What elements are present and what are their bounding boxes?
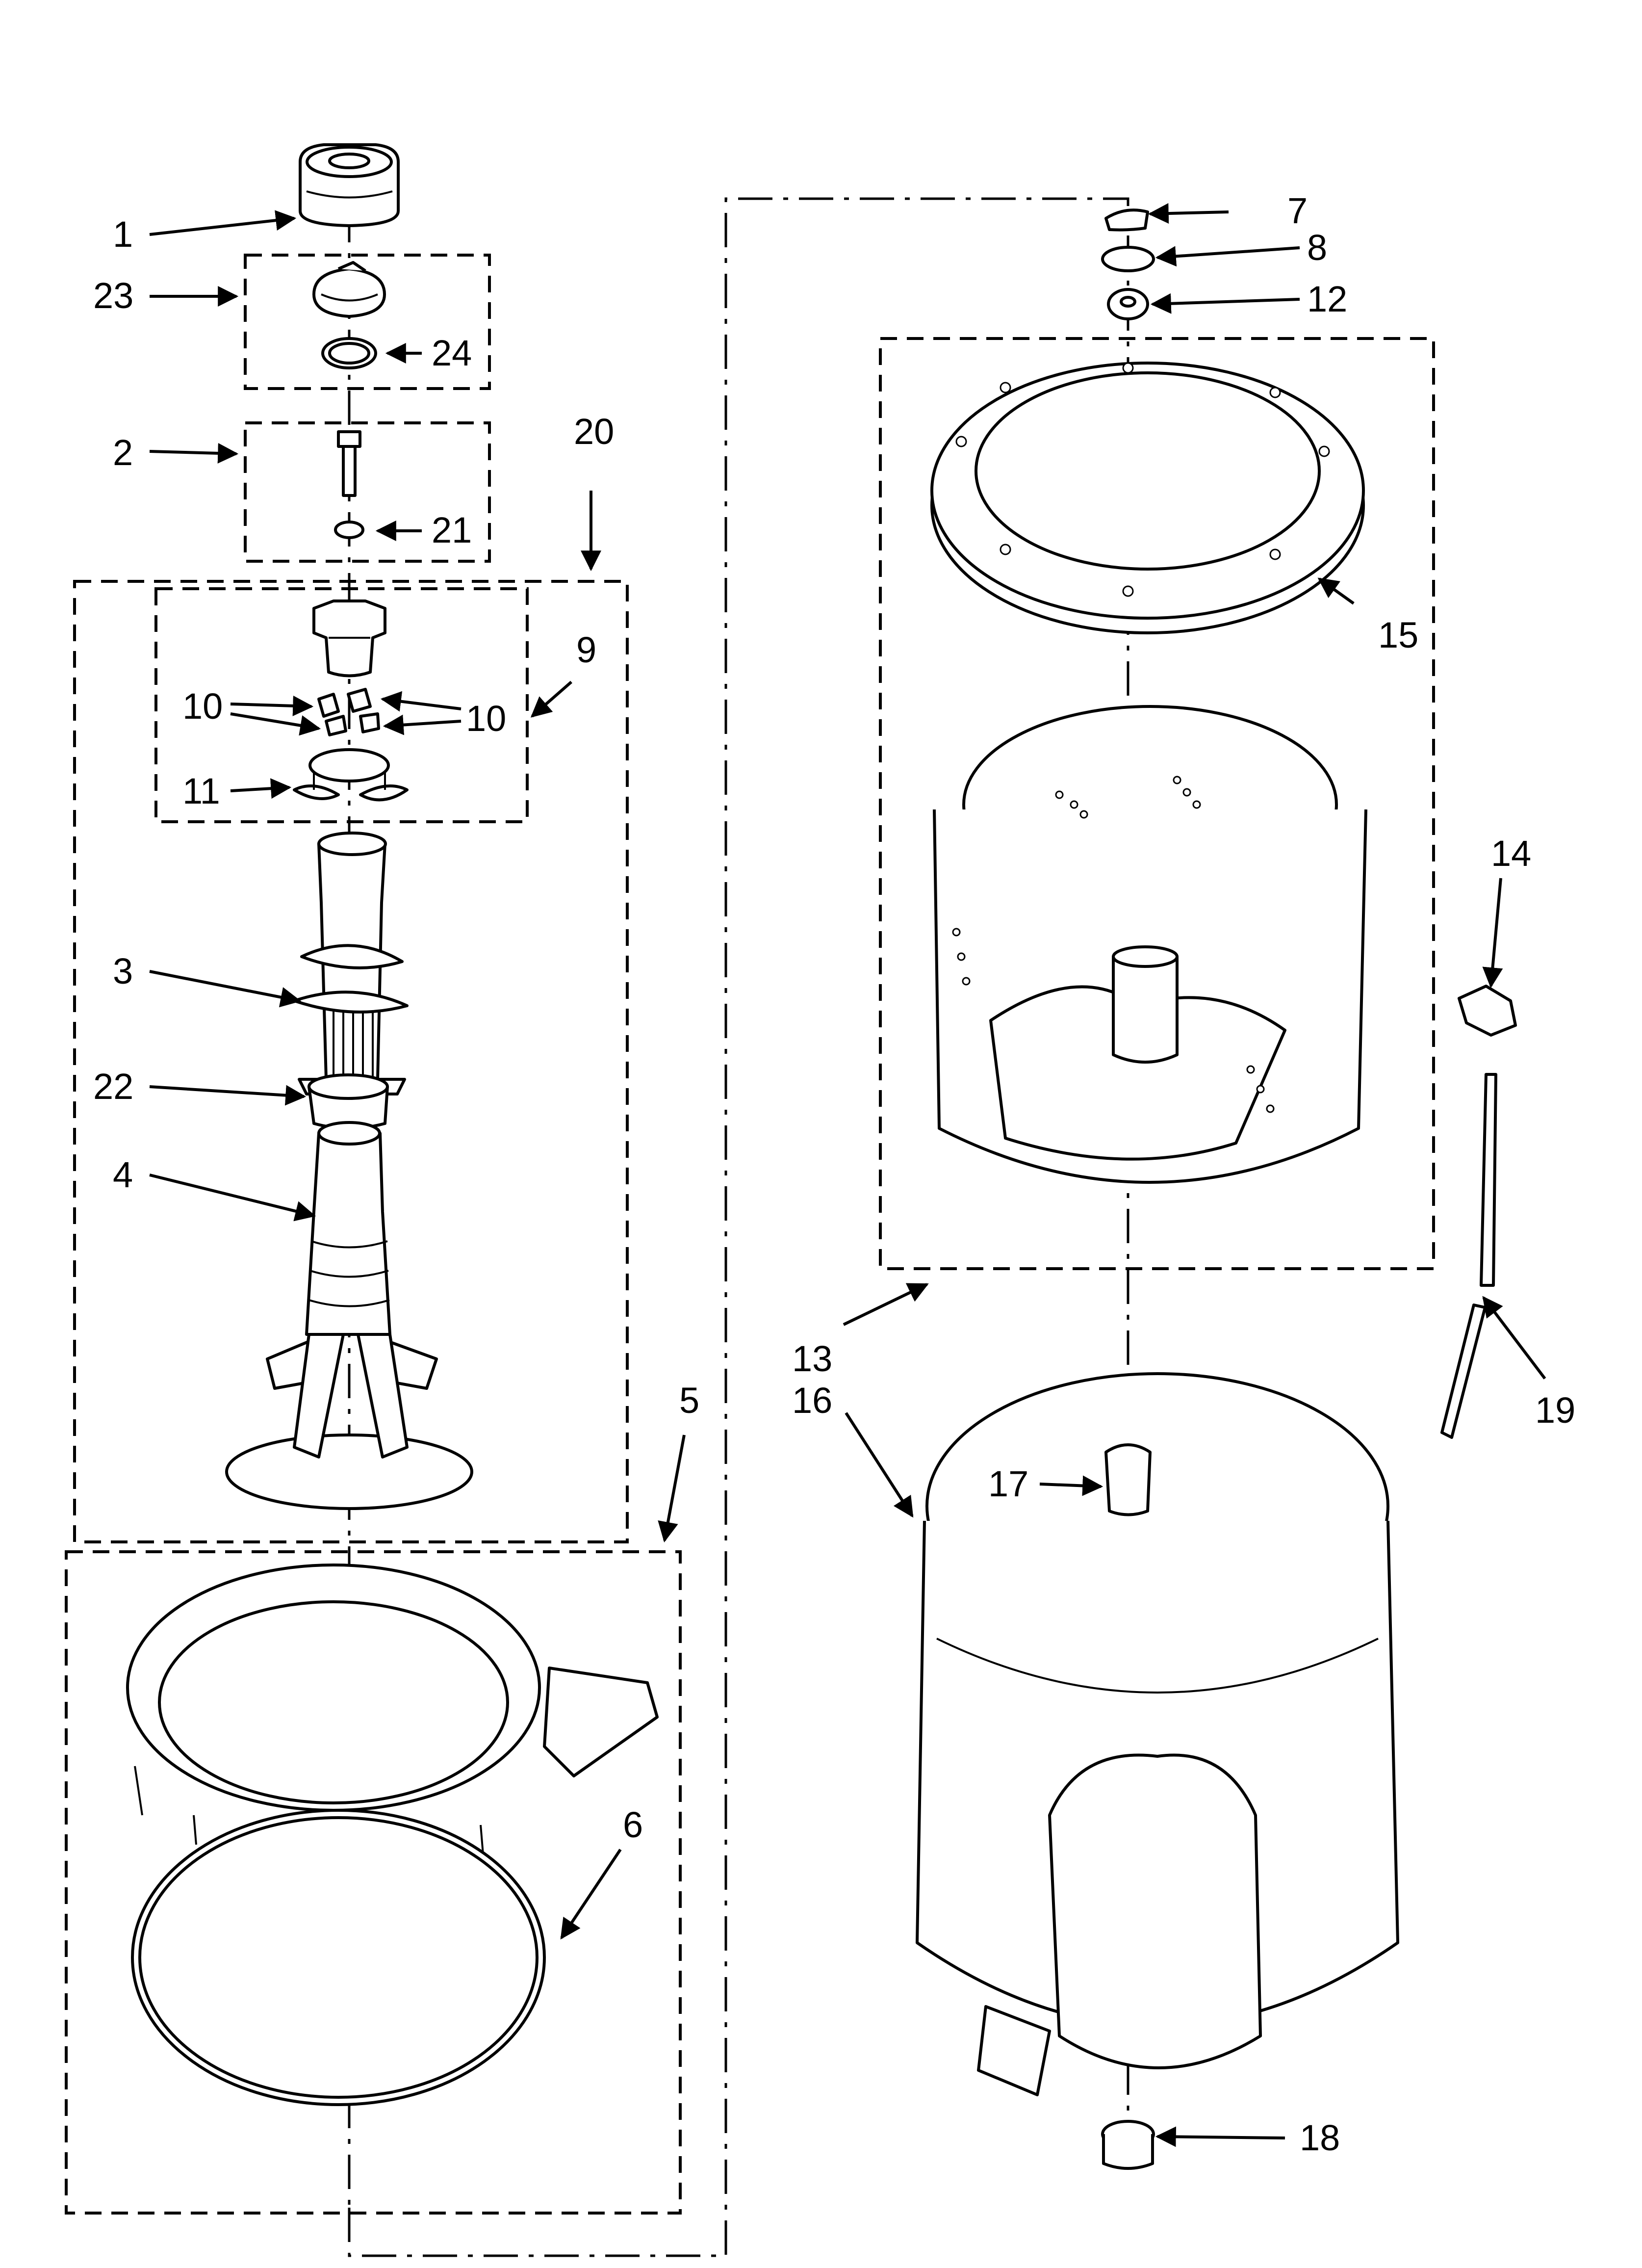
callout-3: 3	[113, 951, 133, 991]
callout-23: 23	[93, 275, 133, 316]
part-19-hose	[1440, 1073, 1497, 1439]
group-box-23	[244, 254, 491, 390]
callout-10-left: 10	[182, 686, 223, 727]
callout-7: 7	[1287, 190, 1308, 231]
group-box-20	[73, 580, 629, 1543]
callout-21: 21	[432, 510, 472, 550]
part-1-cap	[299, 143, 400, 227]
callout-10-right: 10	[466, 698, 506, 739]
callout-5: 5	[679, 1380, 699, 1421]
part-2-bolt	[334, 430, 364, 539]
callout-9: 9	[576, 629, 596, 670]
part-4-agitator	[225, 1121, 473, 1510]
callout-24: 24	[432, 333, 472, 373]
callout-16: 16	[792, 1380, 832, 1421]
callout-4: 4	[113, 1154, 133, 1195]
part-18-plug	[1101, 2120, 1155, 2170]
part-5-tub-ring	[126, 1564, 659, 1870]
part-24-ring-inner	[328, 342, 370, 365]
part-22	[308, 1073, 389, 1130]
callout-14: 14	[1491, 833, 1531, 874]
callout-8: 8	[1307, 227, 1327, 268]
callout-18: 18	[1300, 2117, 1340, 2158]
part-15-balance-ring	[930, 362, 1365, 634]
callout-17: 17	[988, 1463, 1028, 1504]
callout-12: 12	[1307, 279, 1347, 319]
group-box-13	[879, 337, 1435, 1270]
part-7	[1104, 209, 1149, 232]
part-9-cam	[312, 600, 386, 678]
part-3-auger	[293, 832, 409, 1095]
callout-2: 2	[113, 432, 133, 473]
part-17	[1104, 1443, 1152, 1516]
callout-6: 6	[623, 1804, 643, 1845]
group-box-5	[65, 1550, 682, 2215]
part-6-seal	[131, 1809, 546, 2106]
part-8	[1101, 246, 1155, 272]
group-box-2	[244, 421, 491, 563]
part-16-outer-tub	[916, 1372, 1399, 2096]
part-13-basket	[933, 705, 1367, 1184]
part-14-clip	[1458, 985, 1517, 1037]
group-box-9	[154, 587, 529, 823]
callout-19: 19	[1535, 1390, 1575, 1431]
part-12-nut	[1107, 288, 1149, 320]
callout-20: 20	[574, 411, 614, 452]
callout-11: 11	[182, 771, 220, 811]
callout-1: 1	[113, 214, 133, 255]
callout-15: 15	[1378, 615, 1418, 655]
callout-13: 13	[792, 1338, 832, 1379]
centerline-connector	[348, 197, 1129, 2257]
part-11	[293, 748, 409, 802]
part-10-dogs	[317, 688, 380, 736]
part-23	[312, 261, 386, 318]
leader-lines	[149, 203, 1546, 2147]
callout-22: 22	[93, 1066, 133, 1107]
